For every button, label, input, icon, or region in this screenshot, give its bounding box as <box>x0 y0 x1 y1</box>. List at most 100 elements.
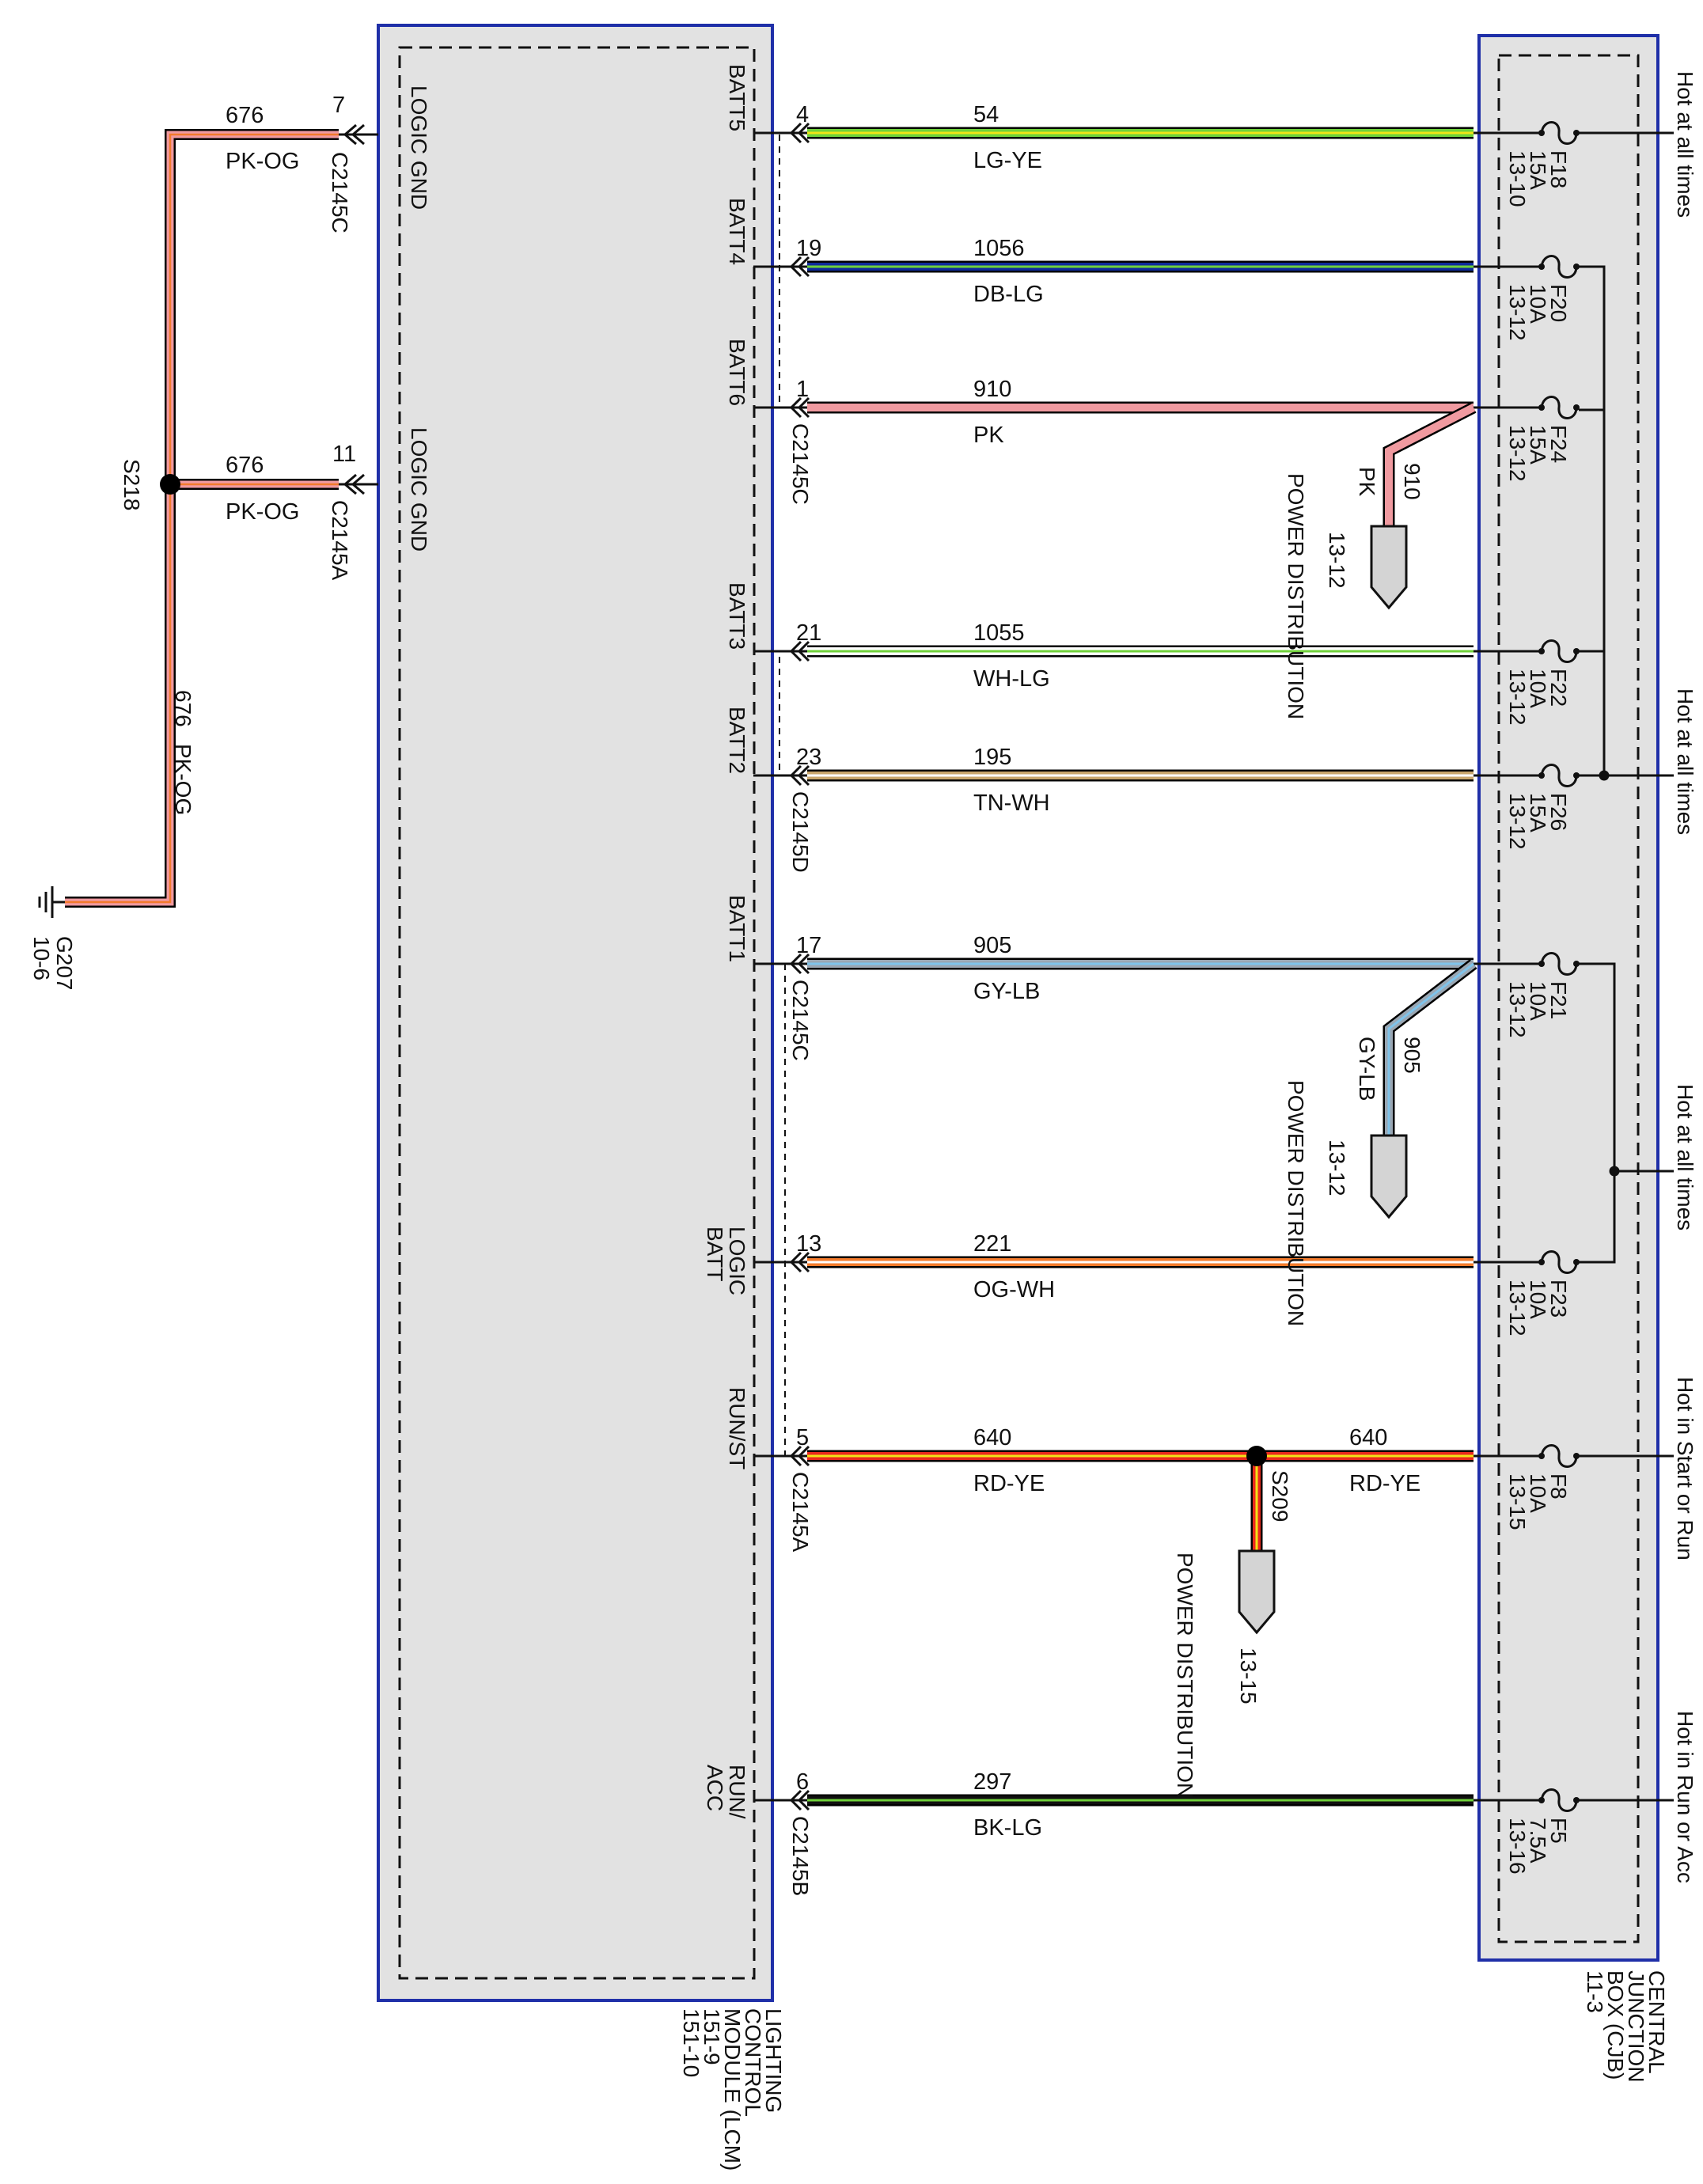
wire-circuit-number: 1055 <box>973 620 1025 646</box>
arrow-chevron <box>789 1445 802 1467</box>
cjb-name-line-3: BOX (CJB) <box>1603 1970 1628 2080</box>
wire-color-code: BK-LG <box>973 1815 1042 1841</box>
fuse-rating: 15A <box>1526 793 1550 832</box>
wire-color-code: DB-LG <box>973 282 1044 307</box>
fuse-terminal <box>1573 961 1580 967</box>
ground-icon <box>38 886 65 918</box>
wire-circuit-number: 195 <box>973 745 1011 770</box>
ground-wire-2-pin: 11 <box>332 442 356 467</box>
ground-wire-color: PK-OG <box>171 744 195 815</box>
lcm-name-line-4: 151-9 <box>700 2008 724 2065</box>
fuse-icon <box>1540 121 1578 145</box>
pin-function-label: RUN/ <box>725 1765 749 1819</box>
pin-function-label: BATT5 <box>725 64 749 131</box>
lcm-name-line-1: LIGHTING <box>761 2008 786 2113</box>
arrow-chevron <box>797 1789 810 1811</box>
branch-905-destination: POWER DISTRIBUTION <box>1284 1080 1308 1326</box>
fuse-rating: 10A <box>1526 1473 1550 1513</box>
connector-id: C2145A <box>788 1472 813 1553</box>
fuse-terminal <box>1538 130 1545 136</box>
fuse-page-ref: 13-16 <box>1505 1818 1530 1875</box>
fuse-icon <box>1540 396 1578 419</box>
ground-wire-1-circuit: 676 <box>226 103 264 128</box>
fuse-page-ref: 13-10 <box>1505 150 1530 207</box>
lcm-name-line-2: CONTROL <box>741 2008 765 2117</box>
fuse-icon <box>1540 1444 1578 1468</box>
wire-circuit-number: 905 <box>973 933 1011 958</box>
fuse-icon <box>1540 639 1578 663</box>
pin-function-label: BATT2 <box>725 707 749 774</box>
wire-color-code: OG-WH <box>973 1277 1055 1302</box>
ground-wire-2-circuit: 676 <box>226 453 264 478</box>
cjb-name-line-4: 11-3 <box>1583 1970 1607 2013</box>
wire-circuit-number: 640 <box>973 1425 1011 1450</box>
pin-number: 17 <box>796 933 821 958</box>
ground-page-ref: 10-6 <box>29 936 54 980</box>
pin-number: 23 <box>796 745 821 770</box>
ground-wire-1-connector: C2145C <box>328 152 352 233</box>
pin-function-label: BATT4 <box>725 198 749 265</box>
ground-wire-2-color: PK-OG <box>226 499 299 525</box>
fuse-terminal <box>1538 1259 1545 1265</box>
supply-label-3: Hot at all times <box>1673 1084 1697 1230</box>
fuse-id: F18 <box>1546 150 1571 188</box>
branch-910-circuit: 910 <box>1400 463 1424 500</box>
cjb-inner-boundary <box>1497 54 1640 1943</box>
supply-label-1: Hot at all times <box>1673 71 1697 218</box>
power-wires: 54LG-YE4BATT5F1815A13-101056DB-LG19BATT4… <box>703 64 1580 1896</box>
fuse-page-ref: 13-12 <box>1505 981 1530 1038</box>
splice-dot-icon <box>1246 1446 1267 1466</box>
splice-dot-icon <box>160 474 180 495</box>
arrow-chevron <box>797 1251 810 1273</box>
power-distribution-branch-910: 910 PK POWER DISTRIBUTION 13-12 <box>1284 402 1477 719</box>
supply-label-2: Hot at all times <box>1673 688 1697 835</box>
wire-color-code: LG-YE <box>973 148 1042 173</box>
fuse-terminal <box>1538 404 1545 411</box>
fuse-terminal <box>1573 1797 1580 1803</box>
ground-wire-2-connector: C2145A <box>328 500 352 581</box>
pin-function-label: BATT6 <box>725 339 749 406</box>
fuse-id: F23 <box>1546 1280 1571 1318</box>
run-splice-label: S209 <box>1268 1470 1292 1522</box>
lcm-inner-boundary <box>398 46 756 1980</box>
pin-function-label: BATT3 <box>725 582 749 650</box>
fuse-id: F8 <box>1546 1473 1571 1500</box>
arrow-chevron <box>797 1445 810 1467</box>
fuse-id: F26 <box>1546 793 1571 831</box>
arrow-chevron <box>789 256 802 278</box>
wire-circuit-number: 54 <box>973 102 999 127</box>
fuse-id: F22 <box>1546 669 1571 707</box>
supply-rail-lines <box>1575 131 1674 1802</box>
pin-number: 5 <box>796 1425 809 1450</box>
arrow-chevron <box>789 953 802 975</box>
supply-label-5: Hot in Run or Acc <box>1673 1711 1697 1883</box>
central-junction-box <box>1477 34 1659 1962</box>
connector-arrow-icon <box>789 122 810 144</box>
fuse-icon <box>1540 952 1578 976</box>
fuse-terminal <box>1573 1453 1580 1459</box>
fuse-terminal <box>1573 648 1580 654</box>
connector-id: C2145D <box>788 791 813 873</box>
cjb-name-line-1: CENTRAL <box>1644 1970 1669 2074</box>
pin-number: 21 <box>796 620 821 646</box>
lighting-control-module <box>377 24 774 2002</box>
lcm-name-block: LIGHTING CONTROL MODULE (LCM) 151-9 151-… <box>679 2008 786 2171</box>
arrow-chevron <box>797 396 810 419</box>
pin-function-label: BATT <box>703 1227 727 1281</box>
fuse-rating: 10A <box>1526 1280 1550 1319</box>
fuse-terminal <box>1573 130 1580 136</box>
pin-number: 19 <box>796 236 821 261</box>
connector-arrow-icon <box>789 1789 810 1811</box>
connector-arrow-icon <box>789 256 810 278</box>
branch-910-page-ref: 13-12 <box>1325 532 1349 589</box>
fuse-terminal <box>1573 1259 1580 1265</box>
pin-function-label: BATT1 <box>725 895 749 962</box>
fuse-icon <box>1540 1250 1578 1274</box>
page-reference-icon <box>1370 525 1408 610</box>
fuse-rating: 15A <box>1526 425 1550 464</box>
branch-910-color: PK <box>1355 467 1379 497</box>
